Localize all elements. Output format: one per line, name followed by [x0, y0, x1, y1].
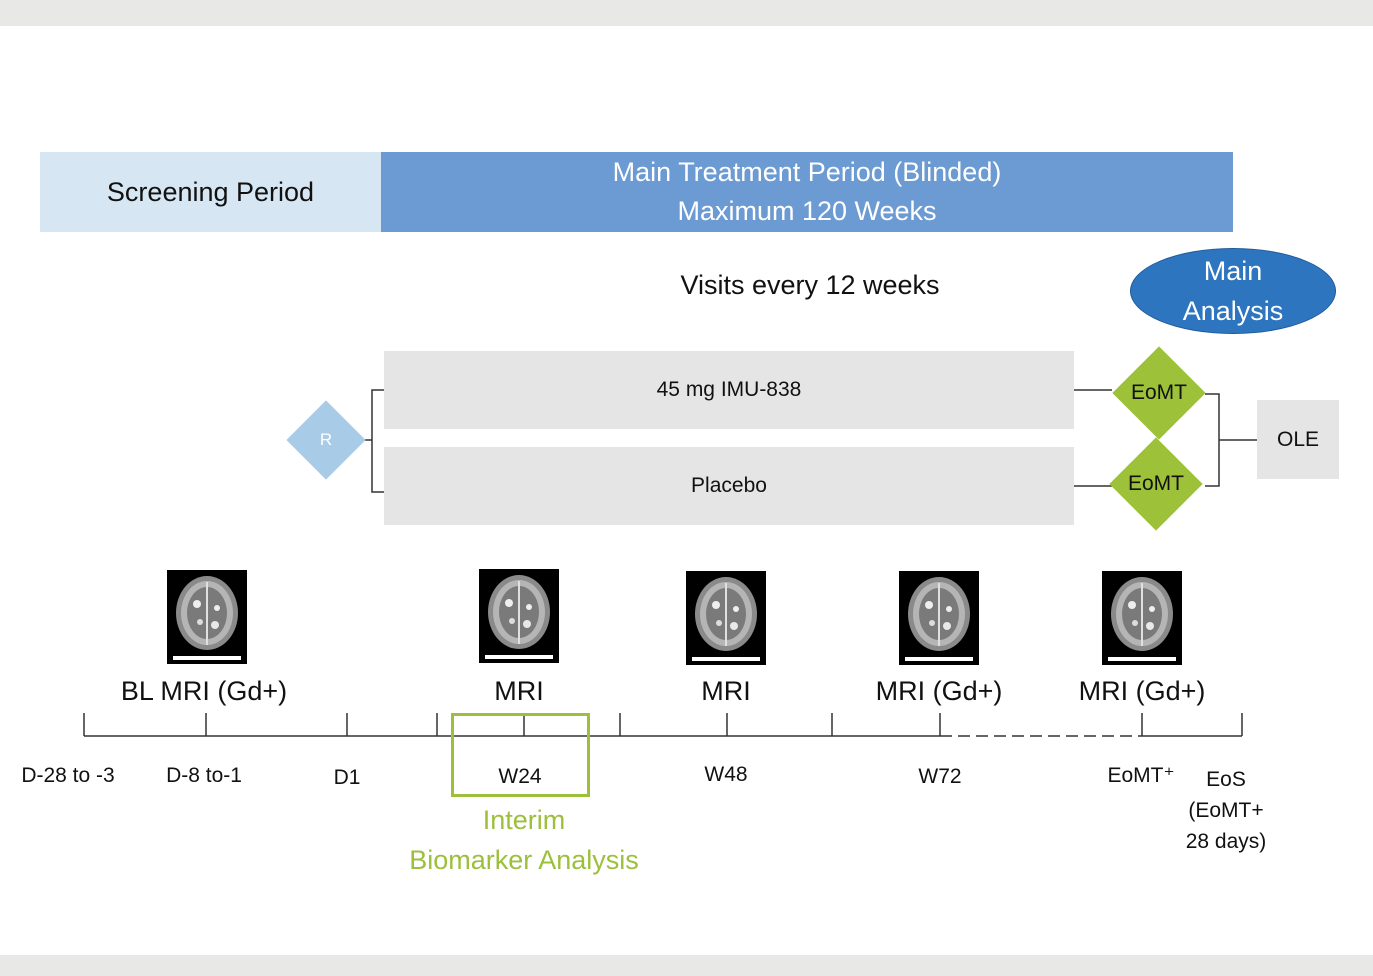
bottom-band — [0, 955, 1373, 976]
mri-brain-image — [167, 570, 247, 664]
ole-label: OLE — [1276, 427, 1320, 451]
ole-box: OLE — [1257, 400, 1339, 479]
screening-period: Screening Period — [40, 152, 381, 232]
tick-label-d8: D-8 to-1 — [166, 764, 242, 787]
eos-line1: EoS — [1206, 768, 1246, 791]
interim-line1: Interim — [482, 805, 566, 835]
eomt-label-active: EoMT — [1130, 381, 1187, 404]
screening-period-label: Screening Period — [106, 176, 315, 207]
main-period-line2: Maximum 120 Weeks — [677, 196, 937, 226]
mri-label-w24: MRI — [494, 676, 544, 706]
top-band — [0, 0, 1373, 26]
eos-line3: 28 days) — [1185, 830, 1267, 853]
mri-label-eomt: MRI (Gd+) — [1078, 676, 1206, 706]
tick-label-d1: D1 — [333, 766, 361, 789]
eos-line2: (EoMT+ — [1188, 799, 1264, 822]
arm-placebo-label: Placebo — [691, 474, 767, 497]
mri-label-w48: MRI — [701, 676, 751, 706]
main-analysis-line1: Main — [1203, 256, 1263, 286]
mri-brain-image — [479, 569, 559, 663]
eomt-label-placebo: EoMT — [1127, 472, 1184, 495]
interim-highlight-box — [451, 713, 590, 797]
arm-active: 45 mg IMU-838 — [384, 351, 1074, 429]
mri-brain-image — [686, 571, 766, 665]
arm-active-label: 45 mg IMU-838 — [656, 378, 802, 401]
main-period-line1: Main Treatment Period (Blinded) — [612, 157, 1002, 187]
tick-label-w24: W24 — [498, 765, 542, 788]
interim-analysis-label: Interim Biomarker Analysis — [374, 800, 674, 880]
interim-line2: Biomarker Analysis — [409, 845, 639, 875]
main-analysis-oval: Main Analysis — [1130, 248, 1336, 334]
mri-label-w72: MRI (Gd+) — [875, 676, 1003, 706]
tick-label-d28: D-28 to -3 — [21, 764, 115, 787]
mri-brain-image — [1102, 571, 1182, 665]
mri-brain-image — [899, 571, 979, 665]
tick-label-eos: EoS (EoMT+ 28 days) — [1170, 764, 1282, 857]
visits-note: Visits every 12 weeks — [680, 270, 940, 300]
tick-label-eomt-plus: EoMT⁺ — [1107, 764, 1175, 787]
arm-placebo: Placebo — [384, 447, 1074, 525]
main-analysis-line2: Analysis — [1182, 296, 1284, 326]
tick-label-w72: W72 — [918, 765, 962, 788]
randomization-label: R — [319, 430, 333, 449]
tick-label-w48: W48 — [704, 763, 748, 786]
mri-label-baseline: BL MRI (Gd+) — [120, 676, 288, 706]
main-treatment-period: Main Treatment Period (Blinded) Maximum … — [381, 152, 1233, 232]
